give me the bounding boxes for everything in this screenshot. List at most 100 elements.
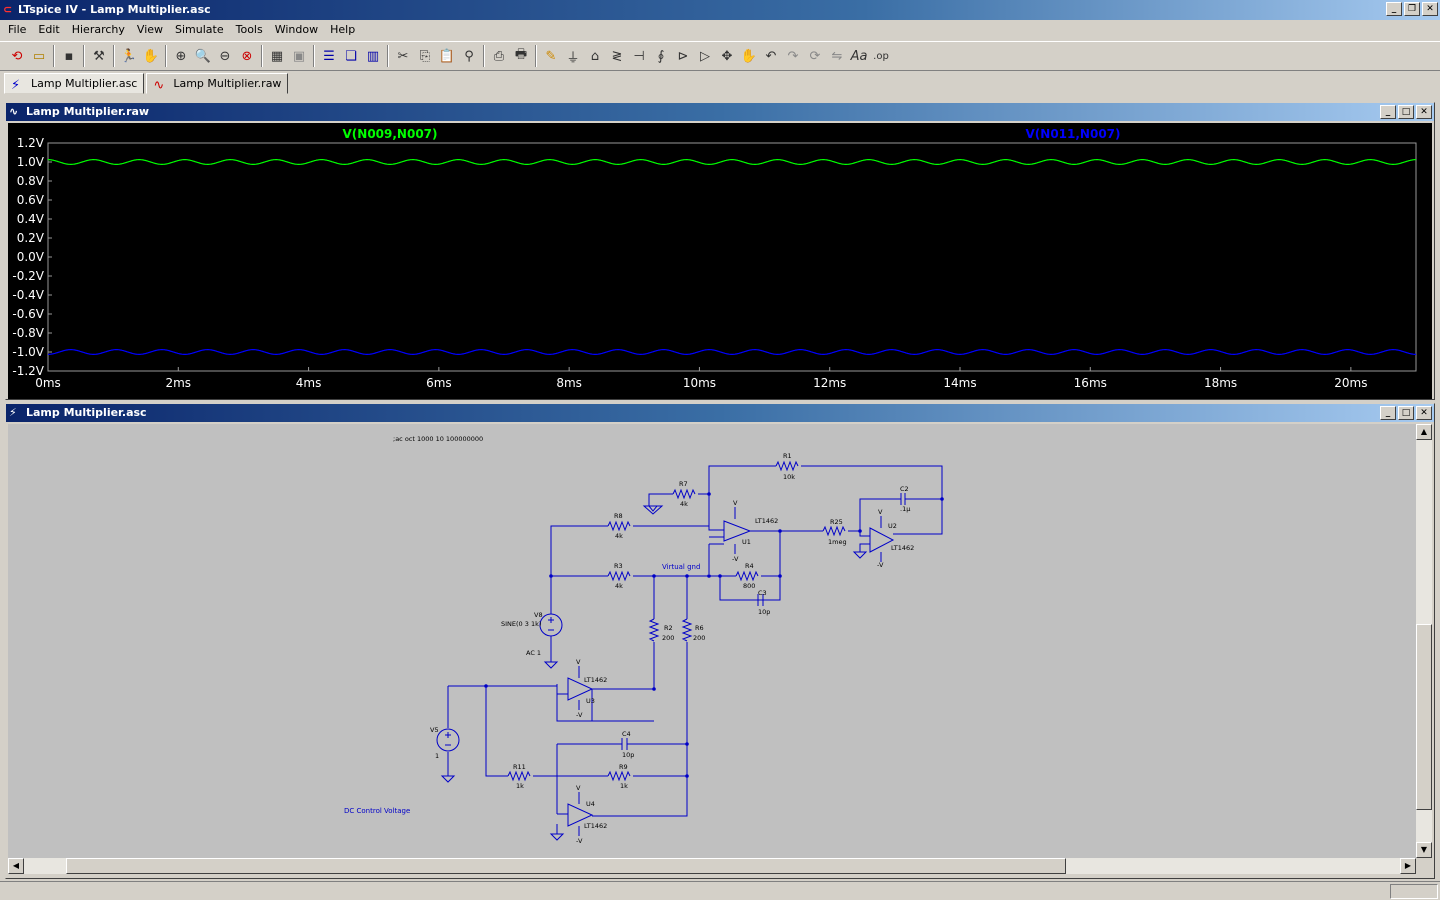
minimize-button[interactable]: _ [1386, 2, 1402, 16]
schematic-minimize-button[interactable]: _ [1380, 406, 1396, 420]
net-label-virtual-gnd[interactable]: Virtual gnd [662, 563, 700, 571]
zoom-out-icon[interactable]: 🔍 [194, 48, 212, 64]
opamp-U3[interactable] [567, 677, 594, 701]
pan-icon[interactable]: ▣ [292, 48, 306, 64]
run-icon[interactable]: 🏃 [120, 48, 138, 64]
save-icon[interactable]: ▪ [64, 48, 74, 64]
find-icon[interactable]: ⚲ [464, 48, 474, 64]
zoom-in-icon[interactable]: ⊕ [175, 48, 187, 64]
waveform-plot[interactable]: V(N009,N007) V(N011,N007) 1.2V1.0V0.8V0.… [8, 123, 1432, 399]
move-icon[interactable]: ✥ [721, 48, 733, 64]
drag-icon[interactable]: ✋ [740, 48, 758, 64]
opamp-U1[interactable] [723, 520, 752, 542]
svg-text:C4: C4 [622, 730, 631, 738]
menu-view[interactable]: View [136, 23, 164, 36]
spice-directive-icon[interactable]: .op [873, 50, 889, 62]
zoom-cancel-icon[interactable]: ⊗ [241, 48, 253, 64]
autorange-icon[interactable]: ▦ [270, 48, 284, 64]
resistor-R25[interactable] [822, 525, 846, 537]
series-label-0[interactable]: V(N009,N007) [343, 127, 438, 141]
tile-vertical-icon[interactable]: ▥ [366, 48, 380, 64]
text-icon[interactable]: Aa [850, 48, 868, 64]
resistor-R11[interactable] [507, 770, 531, 782]
vertical-scroll-thumb[interactable] [1416, 624, 1432, 810]
menu-hierarchy[interactable]: Hierarchy [71, 23, 125, 36]
undo-icon[interactable]: ↶ [765, 48, 777, 64]
print-icon[interactable]: 🖶 [514, 47, 528, 62]
opamp-U4[interactable] [567, 803, 594, 827]
open-file-icon[interactable]: ▭ [32, 48, 46, 64]
ground-3 [440, 775, 456, 783]
tile-horizontal-icon[interactable]: ☰ [323, 48, 335, 64]
menu-window[interactable]: Window [274, 23, 319, 36]
menu-tools[interactable]: Tools [235, 23, 263, 36]
comment-dc-control-voltage[interactable]: DC Control Voltage [344, 807, 410, 815]
wire-icon[interactable]: ✎ [545, 48, 557, 64]
svg-text:200: 200 [662, 634, 674, 642]
resistor-R9[interactable] [607, 770, 631, 782]
tab-waveform[interactable]: ∿ Lamp Multiplier.raw [146, 73, 289, 94]
resistor-icon[interactable]: ≷ [611, 48, 623, 64]
schematic-close-button[interactable]: ✕ [1416, 406, 1432, 420]
waveform-minimize-button[interactable]: _ [1380, 105, 1396, 119]
resistor-R8[interactable] [607, 520, 631, 532]
svg-text:C2: C2 [900, 485, 909, 493]
cascade-icon[interactable]: ❏ [345, 48, 357, 64]
x-tick-label: 0ms [35, 376, 61, 390]
trace-1[interactable] [48, 349, 1416, 355]
control-panel-icon[interactable]: ⚒ [93, 48, 105, 64]
scroll-left-button[interactable]: ◀ [8, 858, 24, 874]
restore-button[interactable]: ❐ [1404, 2, 1420, 16]
redo-icon[interactable]: ↷ [787, 48, 799, 64]
resistor-R6[interactable] [681, 618, 693, 642]
scroll-up-button[interactable]: ▲ [1416, 424, 1432, 440]
mirror-icon[interactable]: ⇋ [831, 48, 843, 64]
resistor-R2[interactable] [648, 618, 660, 642]
source-V8[interactable] [539, 613, 563, 637]
ground-icon[interactable]: ⏚ [566, 50, 580, 66]
schematic-horizontal-scrollbar[interactable]: ◀ ▶ [8, 858, 1416, 874]
waveform-close-button[interactable]: ✕ [1416, 105, 1432, 119]
scroll-down-button[interactable]: ▼ [1416, 842, 1432, 858]
waveform-maximize-button[interactable]: □ [1398, 105, 1414, 119]
svg-text:4k: 4k [615, 532, 623, 540]
print-setup-icon[interactable]: ⎙ [493, 48, 505, 64]
close-button[interactable]: ✕ [1422, 2, 1438, 16]
resistor-R1[interactable] [775, 460, 799, 472]
capacitor-icon[interactable]: ⊣ [633, 48, 645, 64]
opamp-U2[interactable] [869, 527, 895, 553]
tab-schematic[interactable]: ⚡ Lamp Multiplier.asc [4, 73, 145, 94]
resistor-R4[interactable] [735, 570, 759, 582]
rotate-icon[interactable]: ⟳ [809, 48, 821, 64]
svg-text:AC 1: AC 1 [526, 649, 541, 657]
waveform-icon: ∿ [9, 105, 19, 118]
paste-icon[interactable]: 📋 [438, 48, 456, 64]
diode-icon[interactable]: ⊳ [677, 48, 689, 64]
menu-simulate[interactable]: Simulate [175, 23, 224, 36]
horizontal-scroll-thumb[interactable] [66, 858, 1066, 874]
open-schematic-icon[interactable]: ⟲ [11, 48, 23, 64]
inductor-icon[interactable]: ∮ [657, 48, 665, 64]
capacitor-C3[interactable] [753, 594, 768, 606]
resistor-R3[interactable] [607, 570, 631, 582]
cut-icon[interactable]: ✂ [397, 48, 409, 64]
series-label-1[interactable]: V(N011,N007) [1026, 127, 1121, 141]
halt-icon[interactable]: ✋ [142, 48, 160, 64]
menu-help[interactable]: Help [330, 23, 356, 36]
copy-icon[interactable]: ⎘ [419, 48, 431, 64]
menu-edit[interactable]: Edit [38, 23, 60, 36]
zoom-full-icon[interactable]: ⊖ [219, 48, 231, 64]
trace-0[interactable] [48, 158, 1416, 166]
schematic-vertical-scrollbar[interactable]: ▲ ▼ [1416, 424, 1432, 858]
component-icon[interactable]: ▷ [700, 48, 710, 64]
label-net-icon[interactable]: ⌂ [590, 48, 600, 64]
capacitor-C4[interactable] [618, 738, 631, 750]
schematic-maximize-button[interactable]: □ [1398, 406, 1414, 420]
scroll-right-button[interactable]: ▶ [1400, 858, 1416, 874]
resistor-R7[interactable] [672, 488, 696, 500]
source-V5[interactable] [436, 728, 460, 752]
svg-text:R9: R9 [619, 763, 628, 771]
menu-file[interactable]: File [8, 23, 27, 36]
capacitor-C2[interactable] [896, 493, 910, 505]
